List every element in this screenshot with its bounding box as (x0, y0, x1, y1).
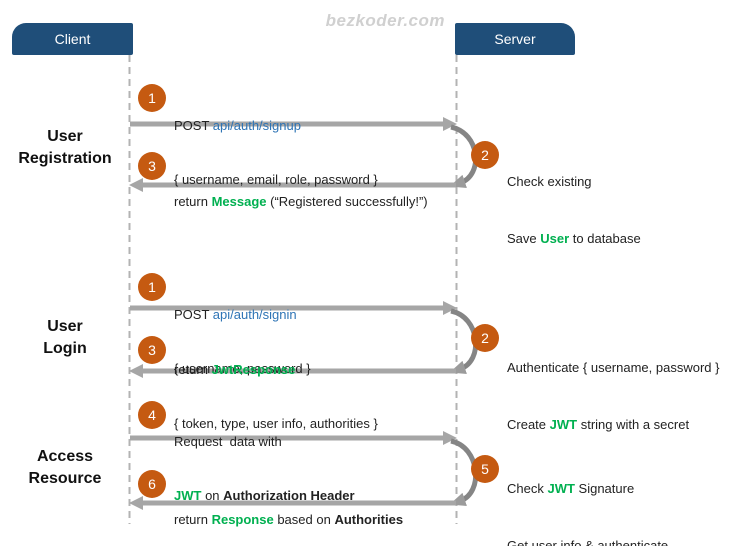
note-line: Check JWT Signature (507, 479, 699, 498)
note-text: Create (507, 417, 550, 432)
step-circle-1: 1 (138, 84, 166, 112)
message-line: POST api/auth/signin (174, 306, 311, 324)
authorities-text: Authorities (334, 512, 404, 527)
section-title-line1: User (47, 318, 83, 335)
client-actor-label: Client (54, 31, 91, 47)
payload-line: { token, type, user info, authorities } (174, 416, 378, 431)
http-method: POST (174, 307, 213, 322)
note-line: Save User to database (507, 229, 641, 248)
step-circle-6: 6 (138, 470, 166, 498)
server-actor-box: Server (455, 23, 575, 55)
message-line: JWT on Authorization Header (174, 487, 355, 505)
step-circle-2: 2 (471, 324, 499, 352)
section-title-line1: User (47, 128, 83, 145)
login-response-message: return JwtResponse { token, type, user i… (174, 325, 378, 469)
note-text: string with a secret (577, 417, 690, 432)
register-request-message: POST api/auth/signup { username, email, … (174, 81, 378, 225)
payload-line: { username, password } (174, 361, 311, 376)
keyword-jwt: JWT (549, 417, 578, 432)
endpoint-path: api/auth/signin (212, 307, 297, 322)
message-text: based on (273, 512, 335, 527)
message-text: on (201, 488, 224, 503)
client-actor-box: Client (12, 23, 133, 55)
section-title-line2: Login (43, 340, 87, 357)
message-line: return Message (“Registered successfully… (174, 193, 428, 211)
section-title-user-login: User Login (0, 316, 130, 360)
message-line: return Response based on Authorities (174, 511, 403, 529)
payload-line: { username, email, role, password } (174, 172, 378, 187)
keyword-user: User (540, 231, 570, 246)
keyword-jwt: JWT (547, 481, 575, 496)
return-text: return (174, 362, 212, 377)
section-title-line2: Registration (18, 150, 112, 167)
return-text: return (174, 194, 212, 209)
access-response-arrowhead-icon (129, 496, 143, 510)
login-request-message: POST api/auth/signin { username, passwor… (174, 270, 311, 414)
note-line: Check existing (507, 174, 592, 189)
return-text: return (174, 512, 212, 527)
access-request-arrowhead-icon (443, 431, 457, 445)
message-line: Request data with (174, 434, 282, 449)
access-response-message: return Response based on Authorities (174, 475, 403, 546)
login-response-arrowhead-icon (129, 364, 143, 378)
step-circle-2: 2 (471, 141, 499, 169)
step-circle-3: 3 (138, 336, 166, 364)
server-actor-label: Server (494, 31, 536, 47)
message-line: POST api/auth/signup (174, 117, 378, 135)
note-line: Get user info & authenticate (507, 538, 669, 546)
step-circle-5: 5 (471, 455, 499, 483)
note-text: to database (569, 231, 641, 246)
authorization-header-text: Authorization Header (223, 488, 355, 503)
step-circle-4: 4 (138, 401, 166, 429)
watermark: bezkoder.com (325, 11, 445, 30)
keyword-jwt: JWT (174, 488, 202, 503)
http-method: POST (174, 118, 213, 133)
step-circle-3: 3 (138, 152, 166, 180)
section-title-line2: Resource (28, 470, 102, 487)
access-server-note: Check JWT Signature Get user info & auth… (507, 441, 699, 546)
section-title-user-registration: User Registration (0, 126, 130, 170)
login-request-arrowhead-icon (443, 301, 457, 315)
register-response-message: return Message (“Registered successfully… (174, 157, 428, 247)
note-line: Authenticate { username, password } (507, 360, 720, 375)
register-server-note: Check existing Save User to database (507, 134, 641, 286)
register-response-arrowhead-icon (129, 178, 143, 192)
note-text: Signature (574, 481, 635, 496)
note-text: Save (507, 231, 541, 246)
keyword-response: Response (211, 512, 274, 527)
register-request-arrowhead-icon (443, 117, 457, 131)
return-detail: (“Registered successfully!”) (266, 194, 428, 209)
section-title-access-resource: Access Resource (0, 446, 130, 490)
note-line: Create JWT string with a secret (507, 415, 719, 434)
login-server-note: Authenticate { username, password } Crea… (507, 320, 719, 472)
step-circle-1: 1 (138, 273, 166, 301)
section-title-line1: Access (36, 448, 94, 465)
message-line: return JwtResponse (174, 361, 378, 379)
keyword-message: Message (211, 194, 267, 209)
endpoint-path: api/auth/signup (212, 118, 301, 133)
access-request-message: Request data with JWT on Authorization H… (174, 397, 355, 541)
keyword-jwtresponse: JwtResponse (211, 362, 296, 377)
note-text: Check (507, 481, 548, 496)
